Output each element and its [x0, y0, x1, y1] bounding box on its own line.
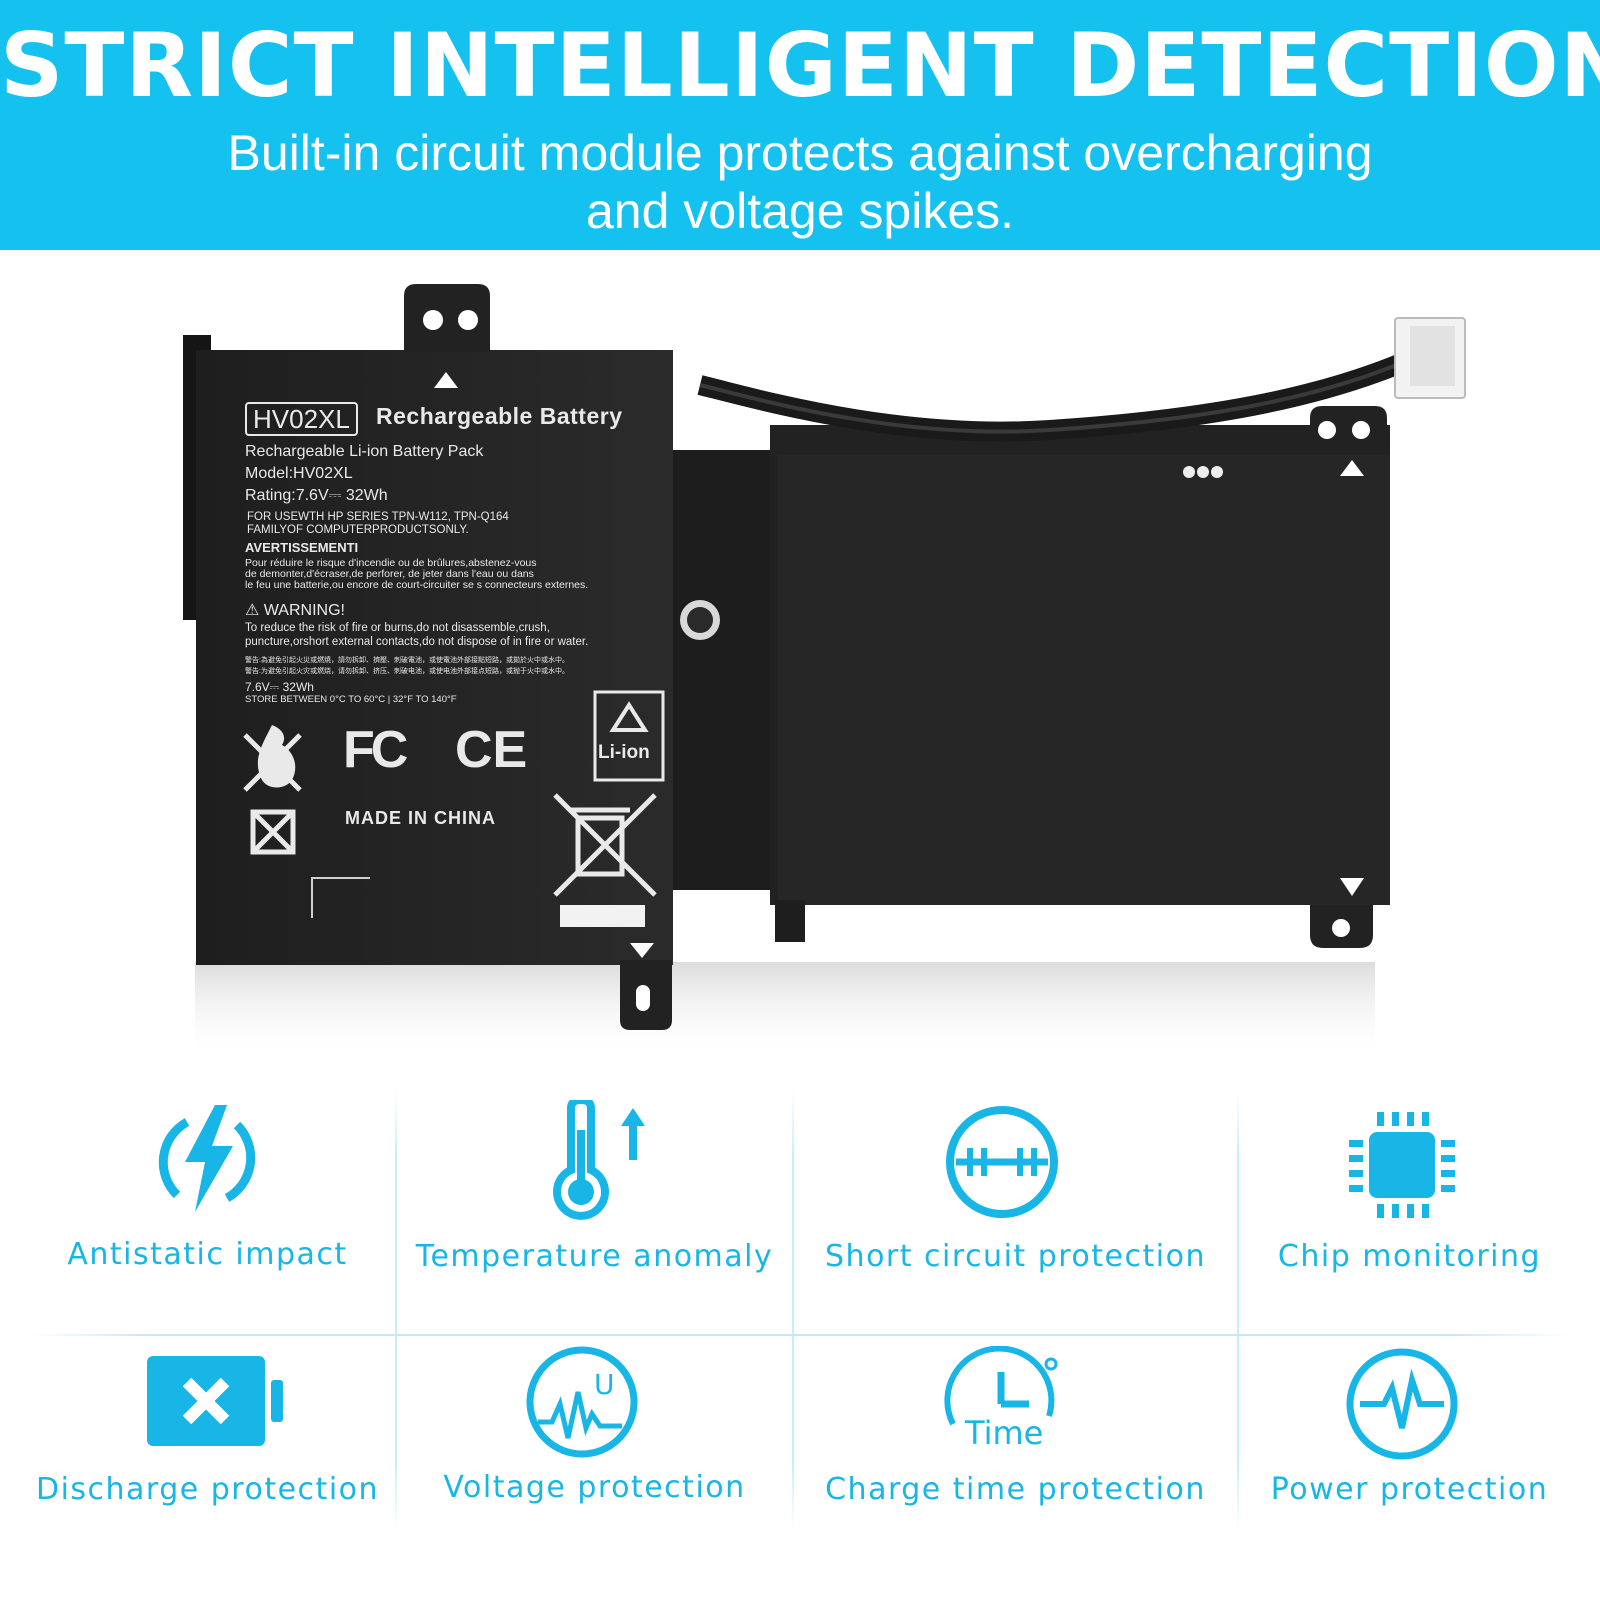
banner-title: STRICT INTELLIGENT DETECTION [0, 14, 1600, 117]
feature-label: Charge time protection [825, 1472, 1206, 1507]
feature-label: Chip monitoring [1277, 1239, 1542, 1274]
feature-power: Power protection [1239, 1336, 1580, 1600]
battery-illustration [183, 284, 1466, 1062]
label-avert-1: Pour réduire le risque d'incendie ou de … [245, 557, 537, 569]
battery-x-icon [147, 1356, 283, 1446]
feature-temperature: Temperature anomaly [397, 1080, 792, 1334]
feature-voltage: U Voltage protection [397, 1336, 792, 1600]
feature-short-circuit: Short circuit protection [794, 1080, 1237, 1334]
feature-chip: Chip monitoring [1239, 1080, 1580, 1334]
label-rating-short: 7.6V⎓ 32Wh [245, 680, 314, 694]
label-pack: Rechargeable Li-ion Battery Pack [245, 443, 484, 460]
time-text: Time [964, 1414, 1043, 1452]
feature-discharge: Discharge protection [20, 1336, 395, 1600]
reflection [195, 962, 1375, 1062]
lightning-shield-icon [158, 1105, 256, 1212]
weee-bin-icon [553, 793, 657, 897]
label-store: STORE BETWEEN 0°C TO 60°C | 32°F TO 140°… [245, 694, 457, 705]
label-heading: Rechargeable Battery [376, 403, 623, 429]
feature-label: Temperature anomaly [415, 1239, 774, 1274]
chip-icon [1349, 1112, 1455, 1218]
label-warning-1: To reduce the risk of fire or burns,do n… [245, 622, 550, 634]
voltage-letter: U [594, 1368, 615, 1401]
power-pulse-icon [1346, 1348, 1458, 1460]
cell-recycle-icon [250, 809, 296, 855]
divider [1237, 1090, 1239, 1530]
feature-antistatic: Antistatic impact [20, 1080, 395, 1334]
feature-charge-time: Time Charge time protection [794, 1336, 1237, 1600]
li-ion-mark: Li-ion [598, 742, 650, 763]
feature-label: Voltage protection [443, 1470, 746, 1505]
made-in-label: MADE IN CHINA [345, 808, 496, 828]
thermometer-icon [553, 1100, 645, 1220]
left-cell [196, 350, 673, 965]
label-rating: Rating:7.6V⎓ 32Wh [245, 487, 388, 504]
ce-mark: CE [455, 721, 528, 779]
label-use-2: FAMILYOF COMPUTERPRODUCTSONLY. [247, 524, 469, 536]
feature-label: Discharge protection [35, 1472, 380, 1507]
banner-subtitle: Built-in circuit module protects against… [0, 124, 1600, 240]
label-cn-1: 警告:為避免引起火災或燃燒，請勿拆卸、擠壓、刺破電池，或使電池外部接點短路，或拋… [245, 657, 569, 664]
label-avert-3: le feu une batterie,ou encore de court-c… [245, 579, 589, 591]
short-circuit-icon [946, 1106, 1058, 1218]
header-banner: STRICT INTELLIGENT DETECTION Built-in ci… [0, 0, 1600, 250]
feature-label: Antistatic impact [67, 1237, 348, 1272]
clock-time-icon: Time [944, 1346, 1058, 1452]
model-box: HV02XL [245, 402, 358, 436]
label-avert-title: AVERTISSEMENTI [245, 540, 359, 555]
recycle-box-icon [593, 690, 665, 782]
fc-mark: FC [343, 721, 408, 779]
banner-subtitle-line2: and voltage spikes. [585, 183, 1015, 239]
divider [792, 1090, 794, 1530]
label-warning-title: ⚠ WARNING! [245, 602, 345, 619]
label-use-1: FOR USEWTH HP SERIES TPN-W112, TPN-Q164 [247, 511, 509, 523]
banner-subtitle-line1: Built-in circuit module protects against… [227, 125, 1373, 181]
feature-label: Power protection [1270, 1472, 1549, 1507]
label-cn-2: 警告:为避免引起火灾或燃烧，请勿拆卸、挤压、刺破电池，或使电池外部接点短路，或抛… [245, 668, 569, 675]
divider [395, 1090, 397, 1530]
divider [30, 1334, 1570, 1336]
features-grid: Antistatic impact Temperature anomaly Sh… [0, 1080, 1600, 1600]
battery-photo: HV02XL Rechargeable Battery Rechargeable… [0, 250, 1600, 1080]
label-warning-2: puncture,orshort external contacts,do no… [245, 636, 589, 648]
no-fire-icon [243, 725, 302, 792]
voltage-icon: U [526, 1346, 638, 1458]
label-avert-2: de demonter,d'écraser,de perforer, de je… [245, 568, 534, 580]
label-model: Model:HV02XL [245, 465, 353, 482]
feature-label: Short circuit protection [825, 1239, 1206, 1274]
